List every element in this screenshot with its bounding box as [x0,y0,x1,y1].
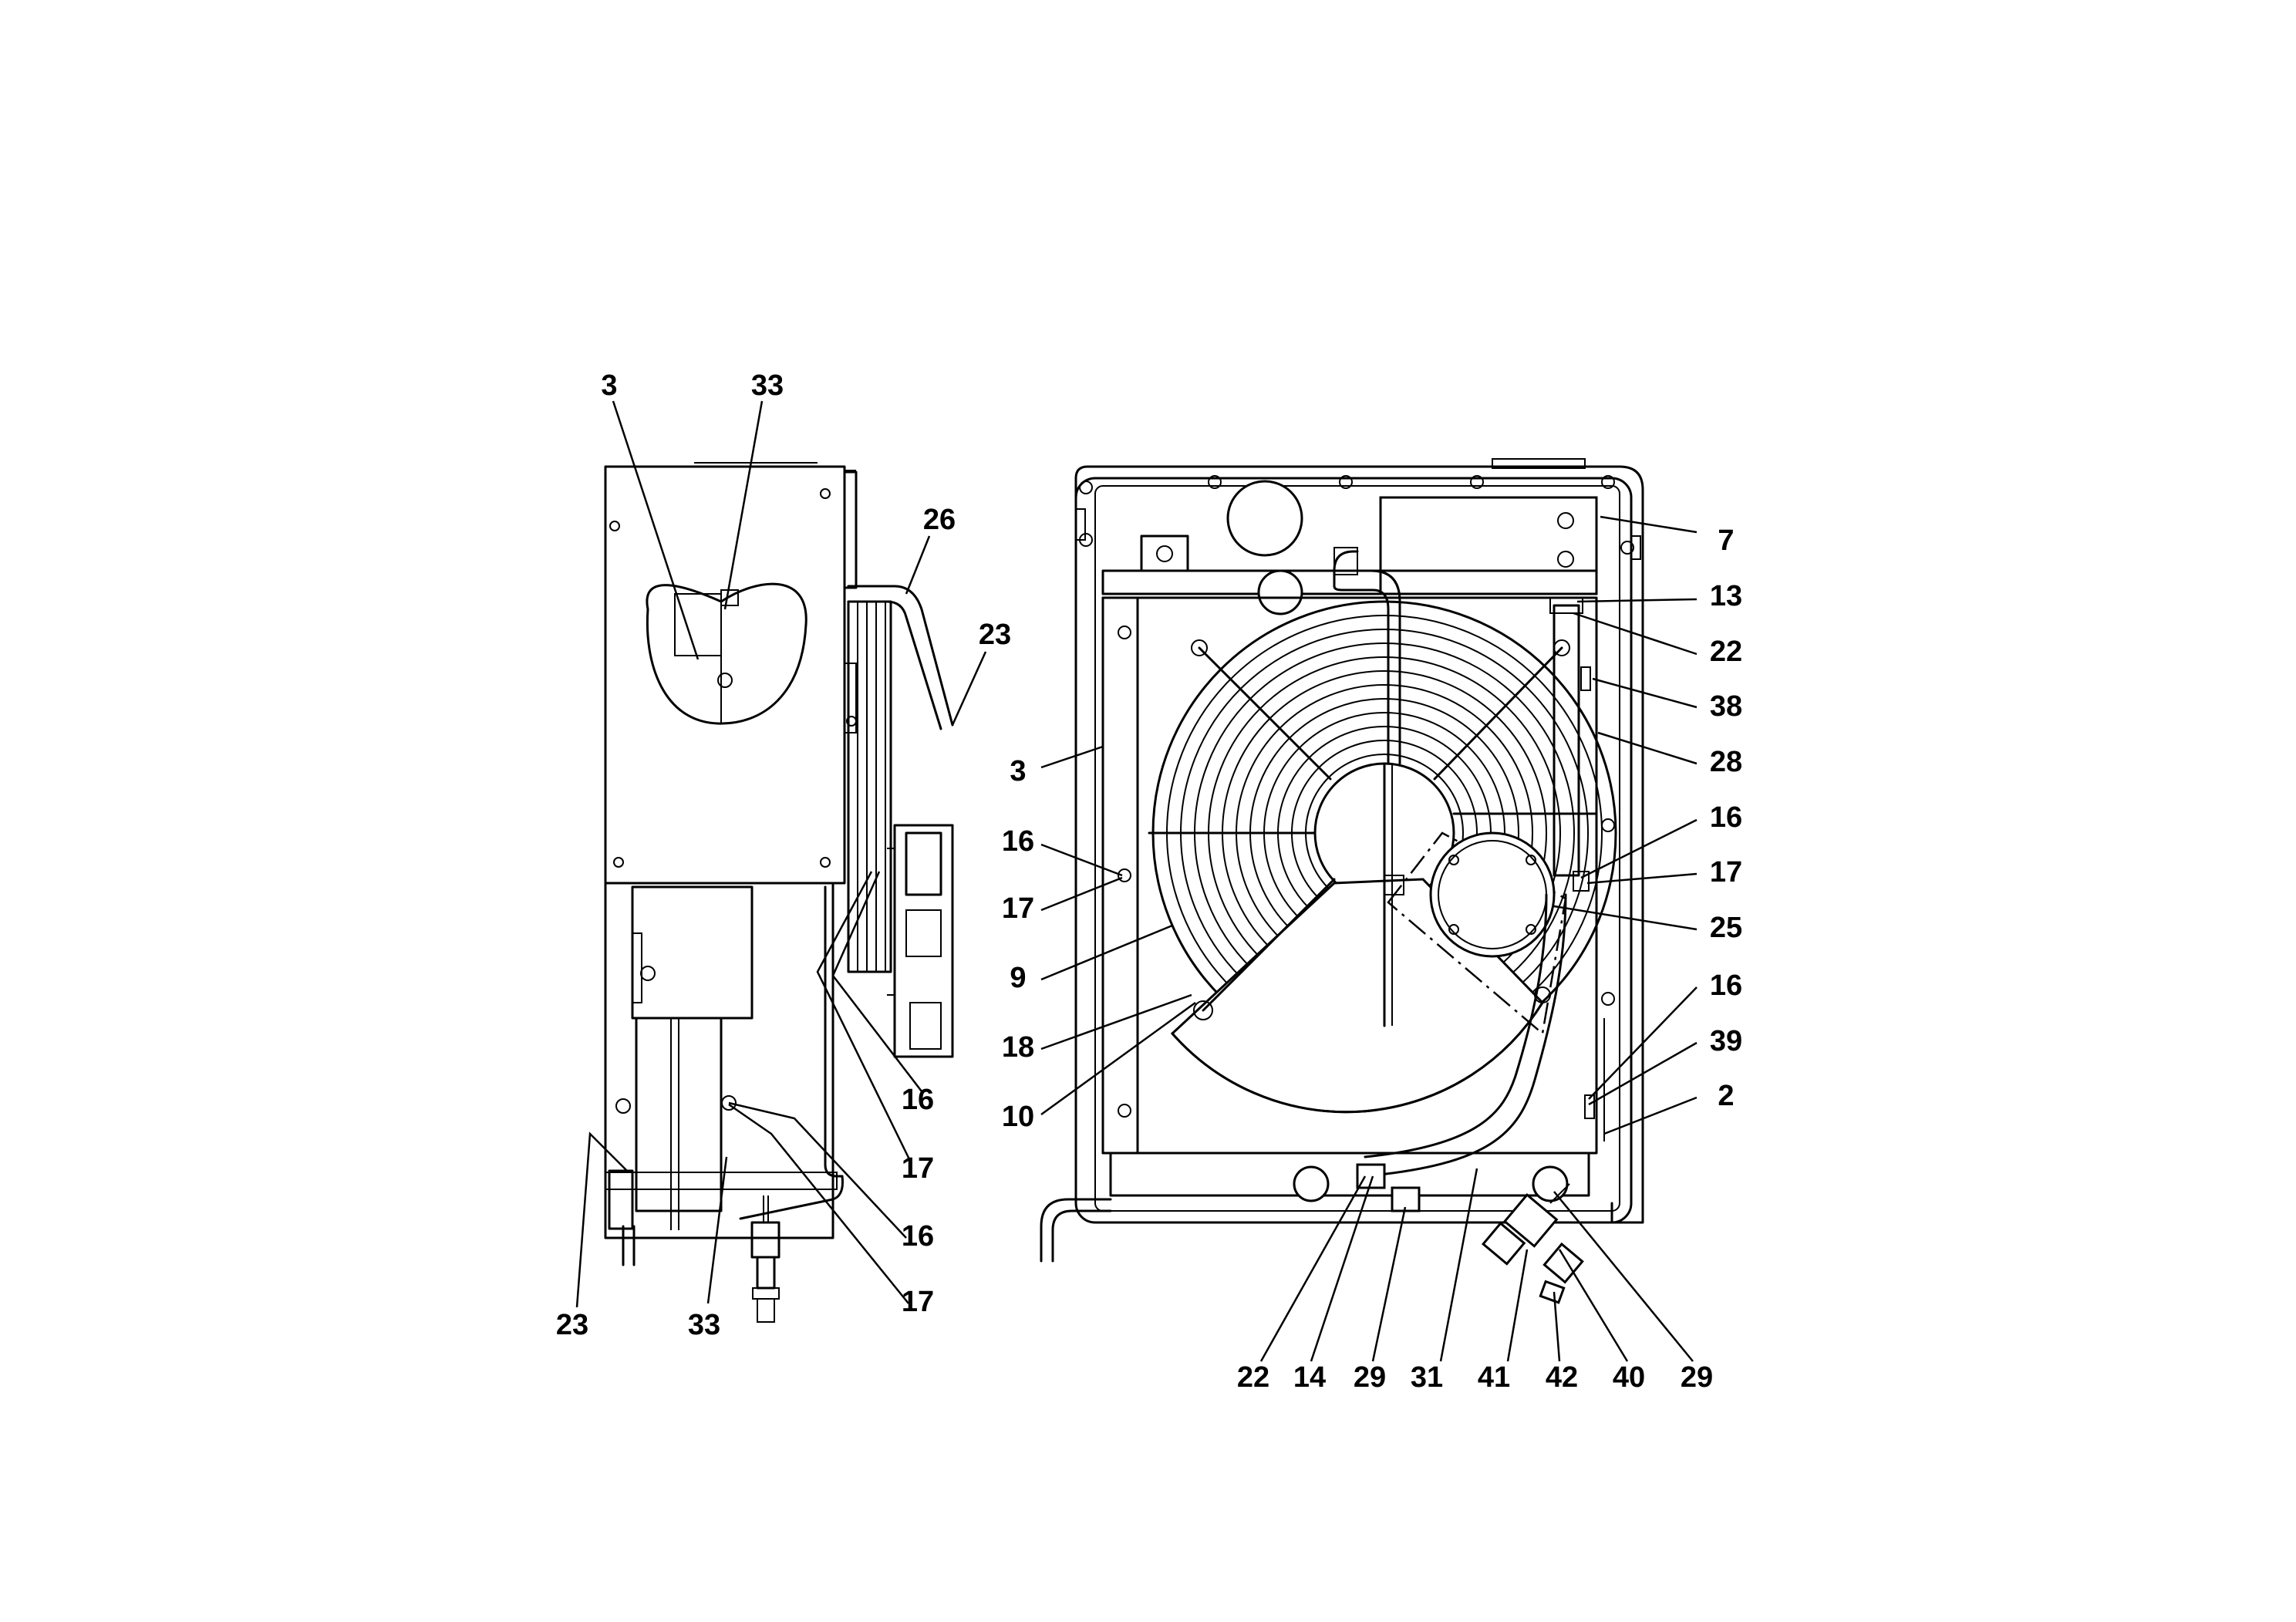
callout-label: 23 [556,1309,588,1341]
callout-label: 17 [1710,856,1742,889]
callout-label: 16 [1002,825,1034,858]
callout-label: 25 [1710,912,1742,944]
callout-label: 41 [1478,1361,1510,1394]
callout-label: 28 [1710,746,1742,778]
callout-label: 31 [1411,1361,1443,1394]
callout-label: 26 [923,504,956,536]
callout-label: 2 [1718,1080,1734,1112]
cutaway-window [646,582,807,725]
callout-label: 17 [902,1286,934,1318]
callout-label: 13 [1710,580,1742,612]
callout-label: 10 [1002,1101,1034,1133]
hose-26 [847,585,954,727]
hose-31 [1364,893,1567,1178]
callout-label: 22 [1710,636,1742,668]
expansion-valve [1481,1183,1584,1304]
control-box [1379,496,1598,595]
callout-label: 39 [1710,1025,1742,1057]
callout-label: 22 [1237,1361,1269,1394]
callout-label: 7 [1718,524,1734,557]
callout-label: 23 [979,619,1011,651]
callout-label: 17 [1002,892,1034,925]
callout-label: 29 [1681,1361,1713,1394]
callout-labels: 3 33 26 23 16 17 16 17 23 33 7 13 22 38 … [556,369,1742,1394]
left-side-view [604,462,954,1323]
callout-label: 33 [688,1309,720,1341]
callout-label: 9 [1010,962,1026,994]
callout-label: 42 [1546,1361,1578,1394]
callout-label: 16 [1710,801,1742,834]
callout-label: 16 [1710,969,1742,1002]
callout-label: 17 [902,1152,934,1185]
callout-label: 38 [1710,690,1742,723]
callout-label: 16 [902,1084,934,1116]
callout-label: 29 [1354,1361,1386,1394]
callout-label: 40 [1613,1361,1645,1394]
callout-label: 14 [1293,1361,1326,1394]
callout-label: 18 [1002,1031,1034,1064]
callout-label: 3 [601,369,617,402]
callout-label: 33 [751,369,784,402]
receiver-tank [1226,480,1303,557]
callout-label: 16 [902,1220,934,1253]
callout-label: 3 [1010,755,1026,787]
leader-lines [575,400,1698,1362]
right-front-view [1040,458,1644,1304]
